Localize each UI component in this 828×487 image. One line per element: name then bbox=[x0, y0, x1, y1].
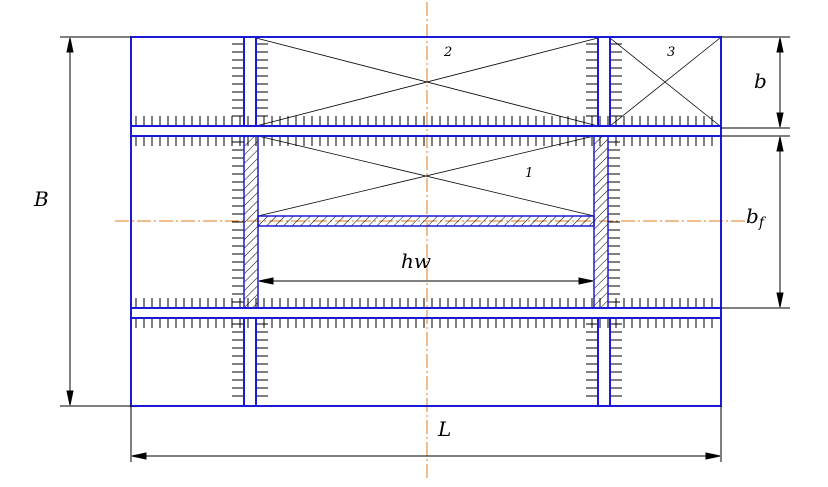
label-B: B bbox=[33, 187, 49, 211]
bottom-flange-band bbox=[130, 307, 722, 319]
label-b: b bbox=[754, 69, 767, 93]
callout-2: 2 bbox=[443, 45, 452, 60]
compartment-diagonals bbox=[255, 37, 721, 217]
right-web-bottom bbox=[597, 317, 611, 407]
label-bf: bf bbox=[746, 204, 767, 231]
label-L: L bbox=[437, 417, 451, 441]
dimension-lines bbox=[60, 36, 790, 462]
outer-frame bbox=[130, 36, 722, 407]
left-web-bottom bbox=[243, 317, 257, 407]
callout-1: 1 bbox=[525, 166, 533, 181]
top-flange-band bbox=[130, 125, 722, 137]
hatched-sections bbox=[243, 135, 609, 309]
right-web-hatch bbox=[593, 135, 609, 309]
structure-outline bbox=[130, 36, 722, 407]
inner-flange-hatch bbox=[257, 215, 595, 227]
left-web-hatch bbox=[243, 135, 259, 309]
label-bf-subscript: f bbox=[758, 215, 767, 231]
right-web-top bbox=[597, 36, 611, 127]
left-web-top bbox=[243, 36, 257, 127]
callout-3: 3 bbox=[667, 45, 675, 60]
stiffener-ticks bbox=[135, 43, 713, 397]
label-hw: hw bbox=[401, 249, 431, 273]
